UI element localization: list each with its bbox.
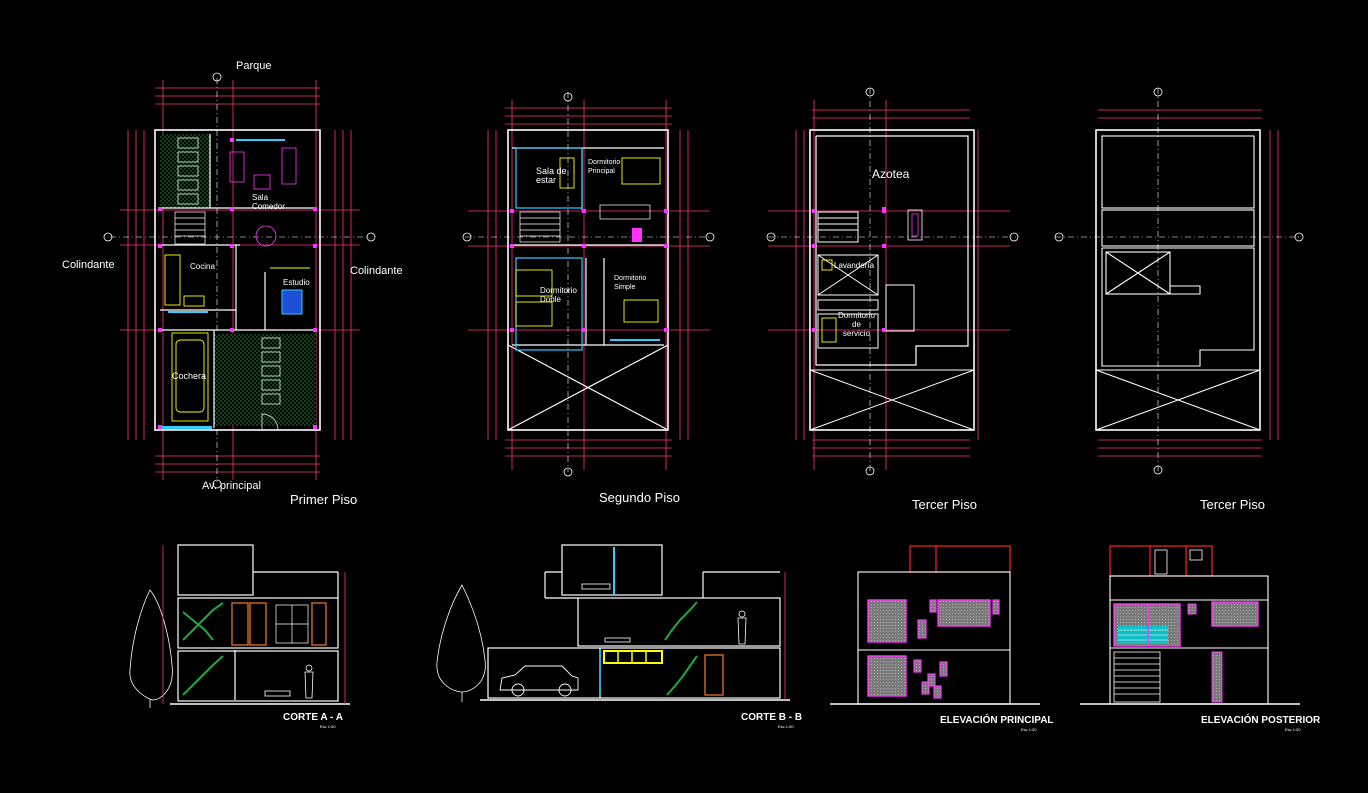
section-corte-b xyxy=(436,544,790,702)
label-colindante-right: Colindante xyxy=(350,265,403,277)
title-segundo-piso: Segundo Piso xyxy=(599,490,680,505)
plan-cuarto-piso xyxy=(1054,87,1304,475)
title-tercer-piso: Tercer Piso xyxy=(912,497,978,512)
room-sala-comedor: Sala Comedor xyxy=(252,193,285,211)
scale-elevacion-principal: Esc 1:50 xyxy=(1021,727,1037,732)
scale-corte-a: Esc 1:50 xyxy=(320,724,336,729)
scale-elevacion-posterior: Esc 1:50 xyxy=(1285,727,1301,732)
title-primer-piso: Primer Piso xyxy=(290,492,358,507)
room-azotea: Azotea xyxy=(872,167,910,181)
scale-corte-b: Esc 1:50 xyxy=(778,724,794,729)
room-dorm-simple: Dormitorio Simple xyxy=(614,275,647,291)
title-elevacion-posterior: ELEVACIÓN POSTERIOR xyxy=(1201,715,1321,726)
room-dorm-servicio: Dormitorio de servicio xyxy=(838,311,875,338)
title-corte-b: CORTE B - B xyxy=(741,712,803,723)
label-av-principal: Av. principal xyxy=(202,480,261,492)
plan-tercer-piso xyxy=(766,87,1019,476)
title-corte-a: CORTE A - A xyxy=(283,712,343,723)
label-parque: Parque xyxy=(236,60,272,72)
room-cochera: Cochera xyxy=(172,371,207,381)
room-dorm-principal: Dormitorio Principal xyxy=(588,159,621,175)
room-dorm-doble: Dormitorio Doble xyxy=(540,286,577,304)
title-cuarto-plano: Tercer Piso xyxy=(1200,497,1266,512)
room-cocina: Cocina xyxy=(190,262,215,271)
room-estudio: Estudio xyxy=(283,278,310,287)
plan-primer-piso xyxy=(103,72,376,489)
label-colindante-left: Colindante xyxy=(62,259,115,271)
elevation-principal xyxy=(830,545,1040,705)
title-elevacion-principal: ELEVACIÓN PRINCIPAL xyxy=(940,715,1054,726)
elevation-posterior xyxy=(1080,545,1300,705)
room-lavanderia: Lavandería xyxy=(834,261,875,270)
room-sala-estar: Sala de estar xyxy=(536,166,567,185)
plan-segundo-piso xyxy=(462,92,715,477)
section-corte-a xyxy=(129,544,350,708)
